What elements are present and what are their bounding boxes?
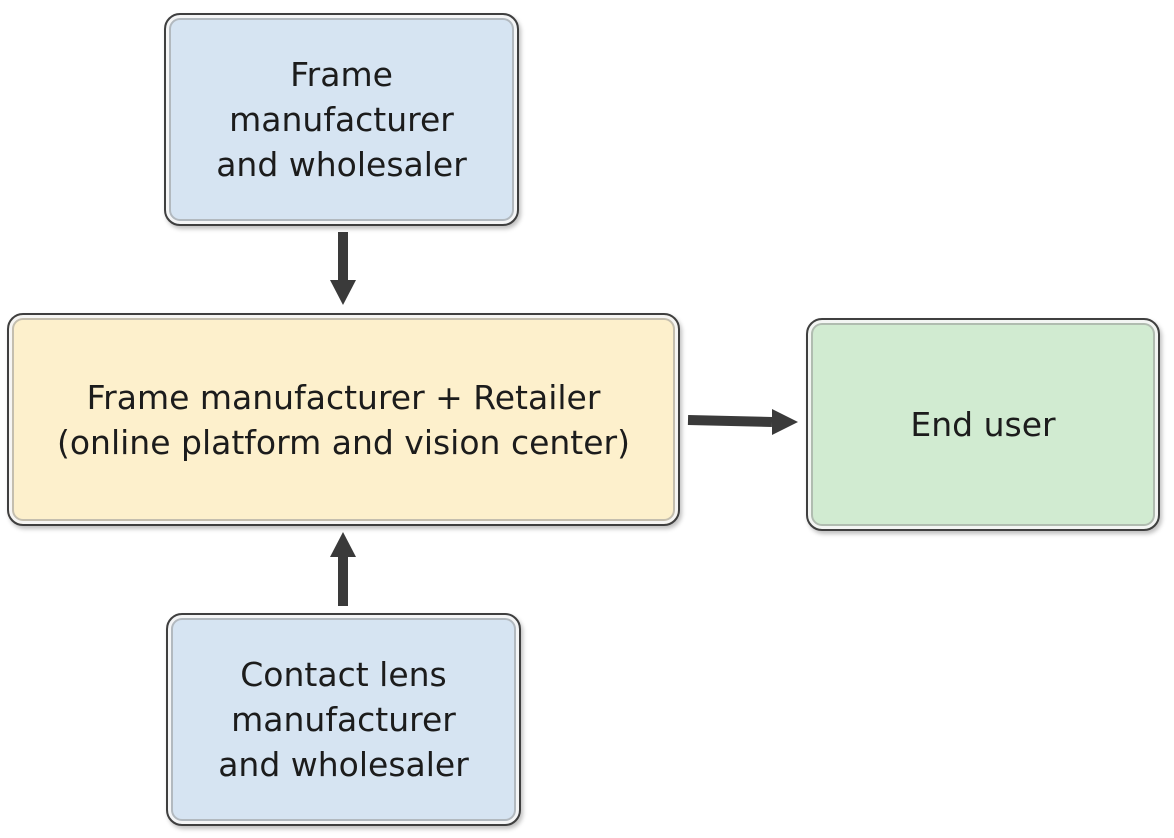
arrow-retailer-to-enduser: [687, 409, 798, 435]
node-label-line: Frame: [290, 55, 393, 94]
node-label-line: (online platform and vision center): [56, 422, 630, 462]
node-label-line: Contact lens: [240, 655, 447, 694]
frame-manufacturer-node: Frame manufacturer and wholesaler: [164, 13, 519, 226]
retailer-node: Frame manufacturer + Retailer (online pl…: [7, 313, 680, 526]
node-label-line: and wholesaler: [218, 745, 469, 784]
node-label-line: manufacturer: [231, 700, 456, 739]
node-label-line: manufacturer: [229, 100, 454, 139]
node-label-line: Frame manufacturer + Retailer: [86, 377, 601, 417]
arrow-contact-to-retailer: [330, 532, 356, 606]
contact-lens-manufacturer-node: Contact lens manufacturer and wholesaler: [166, 613, 521, 826]
end-user-node: End user: [806, 318, 1160, 531]
arrow-frame-to-retailer: [330, 232, 356, 305]
node-label-line: and wholesaler: [216, 145, 467, 184]
node-label-line: End user: [910, 405, 1056, 444]
